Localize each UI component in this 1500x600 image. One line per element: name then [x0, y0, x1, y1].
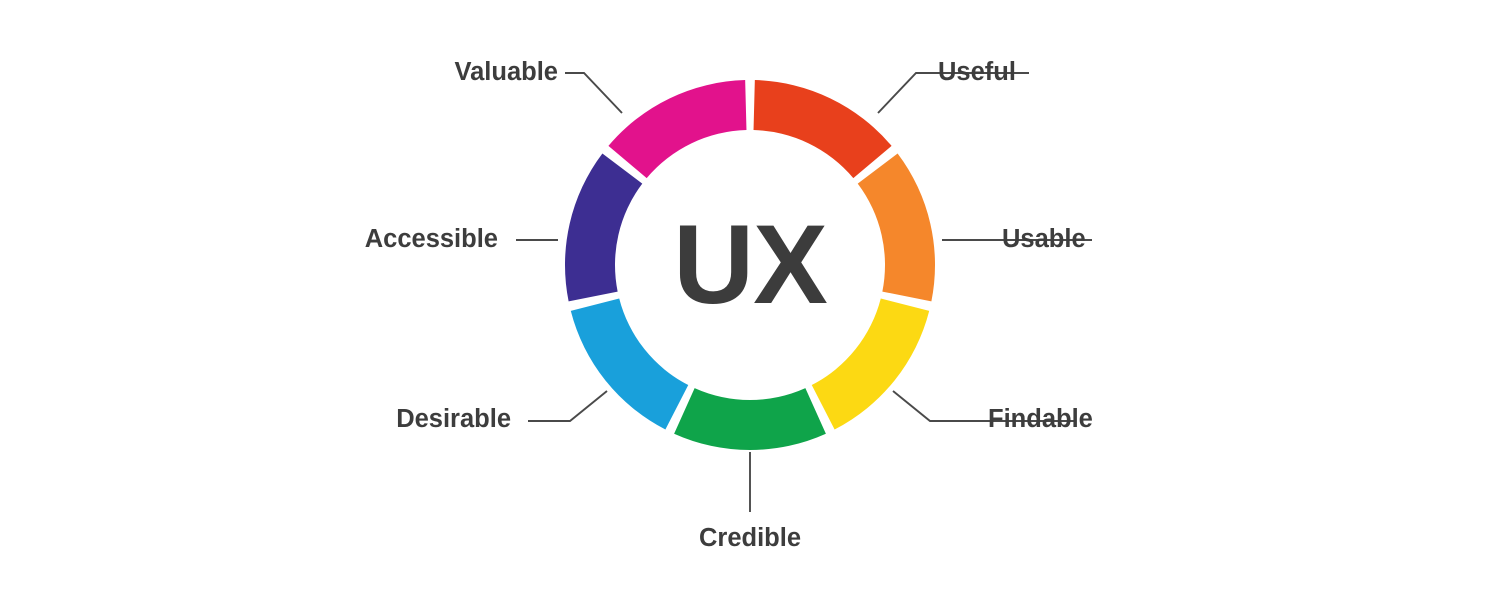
leader-line-useful	[877, 72, 1029, 114]
ring-segment-credible[interactable]	[674, 388, 826, 450]
ring-segment-valuable[interactable]	[608, 80, 747, 179]
ring-segment-accessible[interactable]	[564, 153, 643, 302]
leader-line-desirable	[528, 390, 608, 422]
leader-line-findable	[892, 390, 1075, 422]
ring-segment-findable[interactable]	[811, 298, 930, 430]
ring-segment-desirable[interactable]	[570, 298, 689, 430]
leader-line-valuable	[565, 72, 623, 114]
center-label-ux: UX	[673, 202, 827, 327]
segment-label-accessible[interactable]: Accessible	[365, 225, 498, 253]
ring-segment-usable[interactable]	[857, 153, 936, 302]
segment-label-findable[interactable]: Findable	[988, 405, 1093, 433]
segment-label-desirable[interactable]: Desirable	[396, 405, 511, 433]
donut-ring-group	[564, 80, 936, 450]
leader-lines-group	[516, 72, 1092, 512]
segment-label-valuable[interactable]: Valuable	[455, 58, 558, 86]
segment-label-credible[interactable]: Credible	[699, 524, 801, 552]
ring-segment-useful[interactable]	[753, 80, 892, 179]
segment-label-useful[interactable]: Useful	[938, 58, 1016, 86]
segment-label-usable[interactable]: Usable	[1002, 225, 1086, 253]
